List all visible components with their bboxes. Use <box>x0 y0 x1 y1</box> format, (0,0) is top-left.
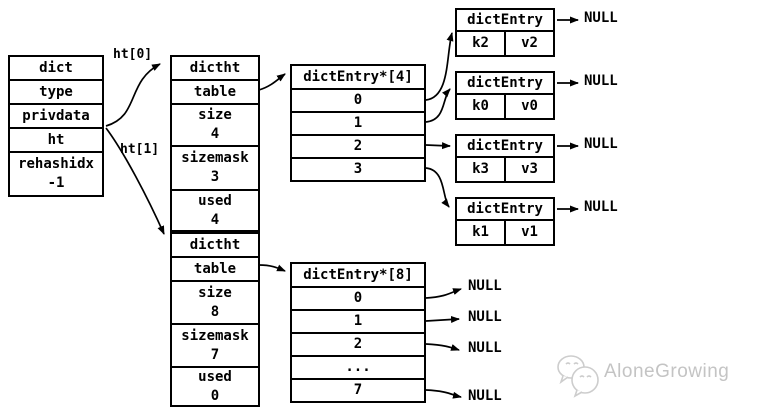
array4-slot-0: 0 <box>290 88 426 113</box>
dict-box: dict type privdata ht rehashidx -1 <box>8 55 104 197</box>
dictentry-title: dictEntry <box>455 197 555 221</box>
null-label-slot0: NULL <box>468 278 502 294</box>
null-label-entry-k2: NULL <box>584 10 618 26</box>
array4-slot-2: 2 <box>290 134 426 159</box>
entry-key-cell: k1 <box>455 219 506 246</box>
dictht1-box: dictht table size 8 sizemask 7 used 0 <box>170 232 260 407</box>
dictht1-field-size: size 8 <box>170 280 260 325</box>
dictht0-field-size: size 4 <box>170 103 260 147</box>
dictht1-field-used: used 0 <box>170 366 260 407</box>
entry-value-cell: v0 <box>504 93 555 120</box>
entry-value-cell: v1 <box>504 219 555 246</box>
dictht0-field-used: used 4 <box>170 189 260 232</box>
array8-slot-ellipsis: ... <box>290 355 426 380</box>
dictht0-box: dictht table size 4 sizemask 3 used 4 <box>170 55 260 232</box>
dictentry-array8: dictEntry*[8] 0 1 2 ... 7 <box>290 262 426 403</box>
array4-slot-3: 3 <box>290 157 426 182</box>
ht1-pointer-label: ht[1] <box>120 142 160 157</box>
dict-field-ht: ht <box>8 127 104 153</box>
array8-slot-1: 1 <box>290 309 426 334</box>
array8-header: dictEntry*[8] <box>290 262 426 288</box>
entry-value-cell: v2 <box>504 30 555 57</box>
dictht0-field-sizemask: sizemask 3 <box>170 145 260 191</box>
dictht0-title: dictht <box>170 55 260 81</box>
array8-slot-0: 0 <box>290 286 426 311</box>
null-label-entry-k0: NULL <box>584 73 618 89</box>
array4-slot-1: 1 <box>290 111 426 136</box>
null-label-slot1: NULL <box>468 309 502 325</box>
array4-header: dictEntry*[4] <box>290 64 426 90</box>
dictentry-title: dictEntry <box>455 134 555 158</box>
dict-field-type: type <box>8 79 104 105</box>
null-label-entry-k3: NULL <box>584 136 618 152</box>
entry-key-cell: k3 <box>455 156 506 183</box>
dictentry-node-k3v3: dictEntry k3 v3 <box>455 134 555 183</box>
dictht1-title: dictht <box>170 232 260 258</box>
array8-slot-7: 7 <box>290 378 426 403</box>
entry-key-cell: k2 <box>455 30 506 57</box>
entry-key-cell: k0 <box>455 93 506 120</box>
ht0-pointer-label: ht[0] <box>113 47 153 62</box>
null-label-entry-k1: NULL <box>584 199 618 215</box>
watermark-text: AloneGrowing <box>604 361 730 382</box>
dictentry-array4: dictEntry*[4] 0 1 2 3 <box>290 64 426 182</box>
array8-slot-2: 2 <box>290 332 426 357</box>
dictentry-node-k2v2: dictEntry k2 v2 <box>455 8 555 57</box>
dict-field-rehashidx: rehashidx -1 <box>8 151 104 197</box>
null-label-slot7: NULL <box>468 388 502 404</box>
dict-field-privdata: privdata <box>8 103 104 129</box>
entry-value-cell: v3 <box>504 156 555 183</box>
dictentry-title: dictEntry <box>455 8 555 32</box>
dictentry-title: dictEntry <box>455 71 555 95</box>
dict-box-title: dict <box>8 55 104 81</box>
dictht0-field-table: table <box>170 79 260 105</box>
dictentry-node-k0v0: dictEntry k0 v0 <box>455 71 555 120</box>
null-label-slot2: NULL <box>468 340 502 356</box>
dictentry-node-k1v1: dictEntry k1 v1 <box>455 197 555 246</box>
chat-bubbles-logo-icon <box>557 355 599 398</box>
dictht1-field-table: table <box>170 256 260 282</box>
dictht1-field-sizemask: sizemask 7 <box>170 323 260 368</box>
